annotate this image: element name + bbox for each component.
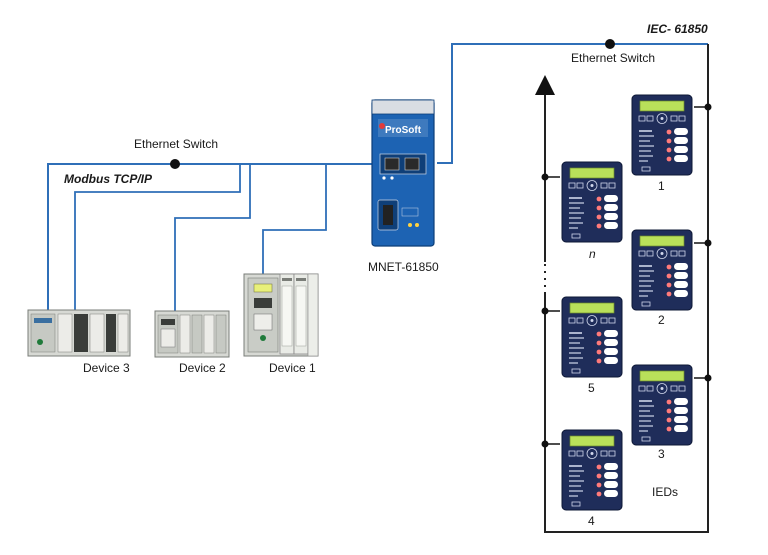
device-2-plc-icon	[154, 310, 230, 358]
ied-n-label: n	[589, 247, 596, 261]
switch-node-icon	[605, 39, 615, 49]
gateway-module-icon	[371, 99, 435, 247]
junction-dot-icon	[704, 103, 712, 111]
ied-3-label: 3	[658, 447, 665, 461]
device-2-drop-line	[174, 164, 251, 312]
ied-5-label: 5	[588, 381, 595, 395]
junction-dot-icon	[541, 173, 549, 181]
ethernet-switch-left-label: Ethernet Switch	[134, 137, 219, 151]
ied-2-icon	[631, 229, 693, 311]
junction-dot-icon	[541, 440, 549, 448]
gateway-label: MNET-61850	[368, 260, 439, 274]
device-3-plc-icon	[27, 309, 131, 357]
device-3-label: Device 3	[83, 361, 130, 375]
ied-n-icon	[561, 161, 623, 243]
ied-1-label: 1	[658, 179, 665, 193]
junction-dot-icon	[541, 307, 549, 315]
ied-4-label: 4	[588, 514, 595, 528]
device-3-drop-line	[74, 164, 241, 312]
ied-2-label: 2	[658, 313, 665, 327]
device-2-label: Device 2	[179, 361, 226, 375]
device-1-label: Device 1	[269, 361, 316, 375]
modbus-bus-line	[47, 163, 374, 311]
device-1-drop-line	[262, 164, 327, 282]
ied-3-icon	[631, 364, 693, 446]
iec-61850-label: IEC- 61850	[647, 22, 708, 36]
ieds-label: IEDs	[652, 485, 679, 499]
ied-1-icon	[631, 94, 693, 176]
junction-dot-icon	[704, 374, 712, 382]
junction-dot-icon	[704, 239, 712, 247]
switch-node-icon	[170, 159, 180, 169]
device-1-plc-icon	[243, 273, 319, 357]
ied-4-icon	[561, 429, 623, 511]
ethernet-switch-right-label: Ethernet Switch	[571, 51, 656, 65]
iec-uplink-line	[437, 43, 708, 164]
modbus-tcp-ip-label: Modbus TCP/IP	[64, 172, 152, 186]
gateway-brand: ProSoft	[385, 125, 422, 136]
ied-5-icon	[561, 296, 623, 378]
